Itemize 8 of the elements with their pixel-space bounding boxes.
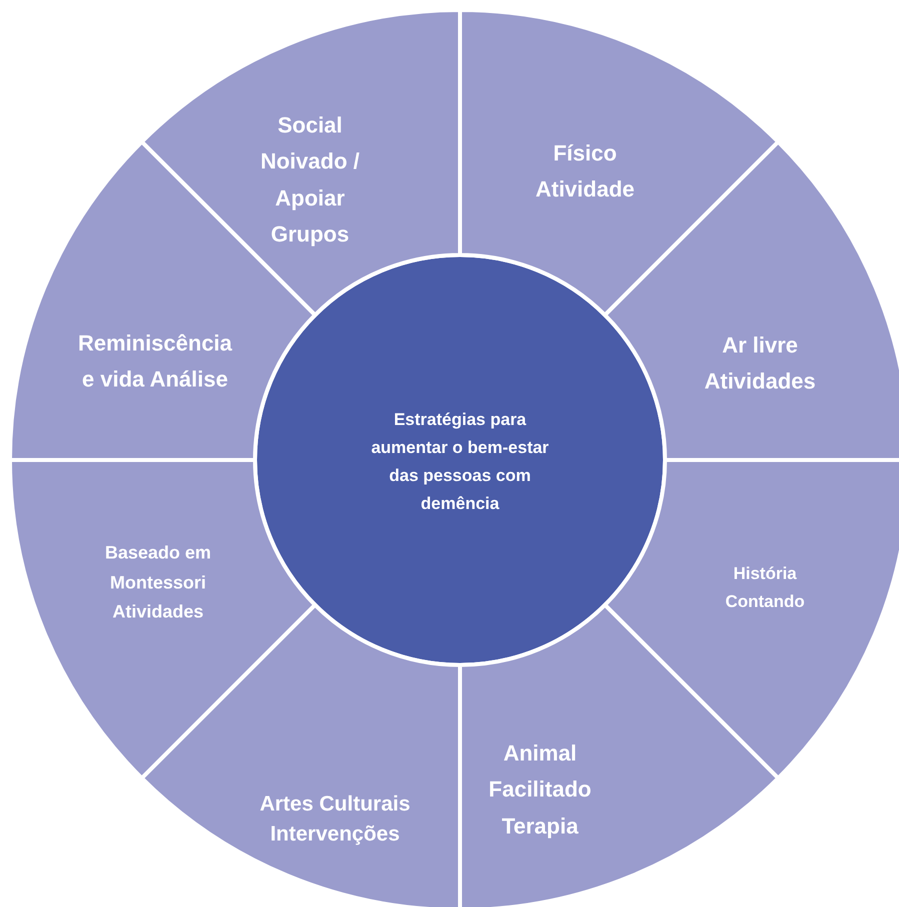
segment-label: Físico Atividade [515,136,655,208]
segment-label: Artes Culturais Intervenções [245,790,425,850]
segment-label: Baseado em Montessori Atividades [68,538,248,628]
center-title: Estratégias para aumentar o bem-estar das pessoas com demência [370,406,550,518]
segment-label: Animal Facilitado Terapia [480,736,600,844]
segment-label: História Contando [705,560,825,616]
segment-label: Ar livre Atividades [685,328,835,400]
segment-label: Reminiscência e vida Análise [71,326,239,398]
